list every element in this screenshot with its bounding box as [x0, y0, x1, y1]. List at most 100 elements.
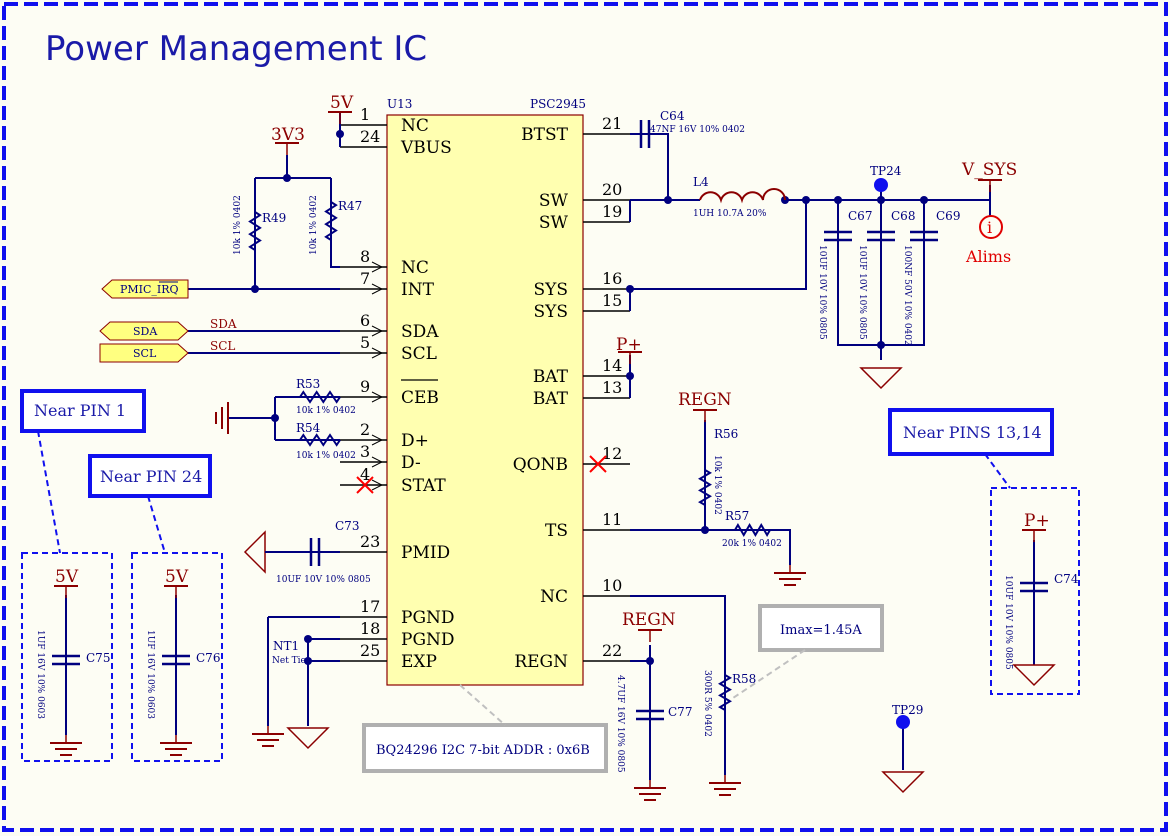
c74-val: 10UF 10V 10% 0805: [1003, 575, 1013, 670]
pin-name-sda: SDA: [401, 322, 439, 342]
pin-num-3: 3: [360, 442, 370, 461]
junction-11: [626, 372, 634, 380]
r47-body: [324, 201, 338, 241]
note-pin24-box[interactable]: [88, 454, 212, 498]
pin-num-24: 24: [360, 127, 380, 146]
ic-ref: U13: [387, 97, 412, 111]
net-scl-label: SCL: [210, 339, 235, 353]
stat-nc-icon: [356, 476, 374, 494]
pin-num-19: 19: [602, 202, 622, 221]
pin-arrow-9: [371, 391, 384, 403]
junctions: [251, 130, 928, 665]
c64-val: 47NF 16V 10% 0402: [650, 125, 745, 135]
junction-0: [336, 130, 344, 138]
port-pmic-irq[interactable]: [101, 279, 189, 299]
r56-body: [698, 469, 712, 506]
pin-num-2: 2: [360, 420, 370, 439]
tp24-dot: [874, 178, 888, 192]
c68-ref: C68: [891, 209, 915, 223]
pin-num-13: 13: [602, 378, 622, 397]
junction-7: [834, 196, 842, 204]
c73-val: 10UF 10V 10% 0805: [276, 575, 371, 585]
pin-name-pmid: PMID: [401, 543, 450, 563]
pin-name-vbus: VBUS: [400, 138, 452, 158]
junction-9: [920, 196, 928, 204]
pin-num-1: 1: [360, 105, 370, 124]
pin-name-sys: SYS: [533, 280, 568, 300]
ic-body[interactable]: [386, 114, 584, 686]
l4-val: 1UH 10.7A 20%: [693, 209, 767, 219]
gnd-c67: [859, 367, 903, 390]
pin-num-18: 18: [360, 619, 380, 638]
pin-num-12: 12: [602, 444, 622, 463]
r58-body: [718, 674, 732, 711]
pin-name-ceb: CEB: [401, 388, 439, 408]
note-addr-box[interactable]: [362, 723, 608, 773]
pin-arrow-5: [371, 347, 384, 359]
pin-name-pgnd: PGND: [401, 608, 455, 628]
r54-val: 10k 1% 0402: [296, 451, 356, 461]
junction-3: [271, 414, 279, 422]
pin-num-17: 17: [360, 597, 380, 616]
pin-name-qonb: QONB: [513, 455, 568, 475]
r54-body: [299, 433, 341, 447]
pin-name-nc: NC: [540, 587, 568, 607]
power-3v3-label: 3V3: [271, 125, 305, 145]
pin-num-21: 21: [602, 114, 622, 133]
gnd-pmid: [243, 530, 266, 574]
pin-num-16: 16: [602, 269, 622, 288]
pin-name-sys: SYS: [533, 302, 568, 322]
pin-name-sw: SW: [539, 191, 569, 211]
power-regn-label-2: REGN: [622, 610, 676, 630]
c69-val: 100NF 50V 10% 0402: [902, 245, 912, 346]
pin-name-bat: BAT: [533, 367, 569, 387]
c75-ref: C75: [86, 651, 110, 665]
pin-num-15: 15: [602, 291, 622, 310]
port-sda[interactable]: [99, 321, 189, 341]
junction-13: [646, 657, 654, 665]
note-pin24: Near PIN 24: [100, 467, 202, 486]
pin-name-regn: REGN: [514, 652, 568, 672]
note-pins1314-box[interactable]: [888, 408, 1054, 456]
pin-num-6: 6: [360, 311, 370, 330]
note-imax-box[interactable]: [758, 604, 884, 652]
pin-arrow-3: [371, 456, 384, 468]
pin-name-pgnd: PGND: [401, 630, 455, 650]
gray-leaders: [459, 649, 806, 726]
c68-val: 10UF 10V 10% 0805: [857, 245, 867, 340]
gnd-c74: [1012, 664, 1056, 687]
pin-num-14: 14: [602, 356, 622, 375]
r56-ref: R56: [714, 427, 738, 441]
nt1-val: Net Tie: [272, 656, 306, 666]
junction-15: [304, 657, 312, 665]
pin-num-4: 4: [360, 465, 370, 484]
pin-arrow-2: [371, 434, 384, 446]
pin-arrow-6: [371, 325, 384, 337]
alims-label: Alims: [965, 247, 1011, 266]
r54-ref: R54: [296, 421, 321, 435]
c67-val: 10UF 10V 10% 0805: [817, 245, 827, 340]
power-5v-label: 5V: [330, 93, 354, 113]
wire-24: [630, 200, 807, 290]
power-pplus-label-c74: P+: [1024, 511, 1050, 531]
power-5v-label-c75: 5V: [55, 567, 79, 587]
info-icon: i: [987, 218, 992, 237]
power-vsys-label: V_SYS: [961, 160, 1017, 180]
note-pins1314: Near PINS 13,14: [903, 423, 1042, 442]
port-sda-label: SDA: [133, 325, 158, 338]
pin-name-bat: BAT: [533, 389, 569, 409]
qonb-nc-icon: [589, 455, 607, 473]
ic-pins: 1NC24VBUS8NC7INT6SDA5SCL9CEB2D+3D-4STAT2…: [340, 105, 630, 672]
pin-num-9: 9: [360, 377, 370, 396]
gnd-tp29: [881, 771, 925, 794]
r57-val: 20k 1% 0402: [722, 539, 782, 549]
pin-num-8: 8: [360, 247, 370, 266]
note-pin1-box[interactable]: [20, 389, 146, 433]
alims-indicator[interactable]: [979, 215, 1003, 239]
port-scl[interactable]: [99, 343, 189, 363]
c75-val: 1UF 16V 10% 0603: [35, 630, 45, 719]
wire-29: [630, 529, 791, 565]
note-pin1: Near PIN 1: [34, 401, 126, 420]
